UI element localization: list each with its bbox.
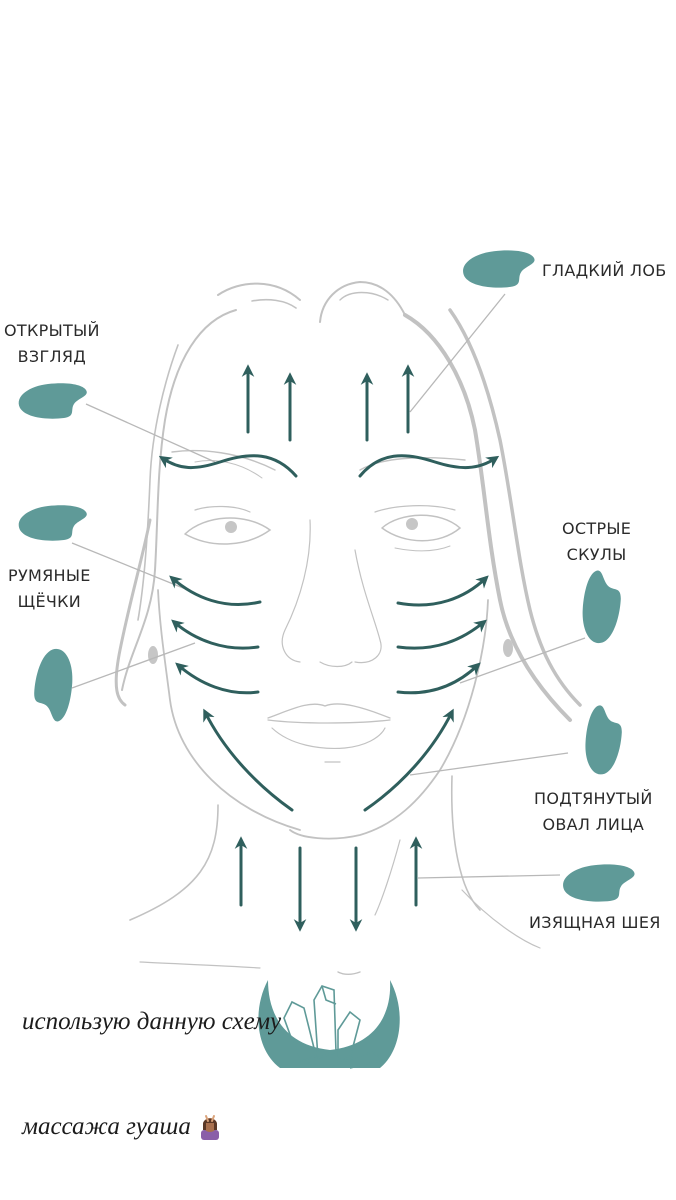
caption-line-2: массажа гуаша	[22, 1109, 281, 1144]
gua-sha-stone-icon	[563, 864, 635, 902]
pointer-lines	[71, 293, 586, 879]
pointer-line-forehead	[409, 293, 506, 413]
gua-sha-stone-icon	[576, 568, 626, 646]
story-caption: использую данную схему массажа гуаша	[22, 934, 281, 1179]
arrow-curve-left-icon	[169, 575, 262, 606]
label-eyes: ОТКРЫТЫЙ ВЗГЛЯД	[4, 321, 100, 366]
label-cheekbones: ОСТРЫЕ СКУЛЫ	[562, 519, 632, 564]
massage-arrows	[158, 364, 500, 932]
label-forehead: ГЛАДКИЙ ЛОБ	[542, 261, 667, 280]
arrow-curve-right-icon	[396, 662, 481, 695]
pointer-line-cheeks	[71, 542, 189, 591]
arrow-jaw-left-icon	[203, 708, 294, 812]
face-sketch	[114, 280, 582, 975]
crystal-moon-logo	[258, 980, 400, 1069]
arrow-jaw-right-icon	[363, 708, 454, 812]
arrow-curve-right-icon	[396, 575, 489, 607]
gua-sha-stone-icon	[18, 505, 87, 541]
arrow-wave-left-icon	[158, 454, 298, 478]
arrow-wave-right-icon	[358, 454, 500, 478]
caption-line-2-text: массажа гуаша	[22, 1113, 191, 1140]
label-jawline: ПОДТЯНУТЫЙ ОВАЛ ЛИЦА	[534, 789, 653, 834]
pointer-line-neck	[417, 874, 561, 879]
label-cheeks: РУМЯНЫЕ ЩЁЧКИ	[8, 566, 91, 611]
gua-sha-stone-icon	[579, 703, 627, 778]
pointer-line-eyes	[85, 403, 216, 463]
arrow-curve-left-icon	[171, 619, 260, 650]
label-neck: ИЗЯЩНАЯ ШЕЯ	[529, 913, 661, 932]
arrow-curve-left-icon	[175, 662, 260, 695]
gua-sha-stone-icon	[29, 646, 79, 724]
pointer-line-jawline	[409, 752, 569, 776]
caption-line-1: использую данную схему	[22, 1008, 282, 1035]
gua-sha-stone-icon	[18, 383, 87, 419]
pointer-line-cheeks-lower	[71, 642, 196, 689]
gua-sha-stone-icon	[463, 250, 535, 288]
pointer-line-cheekbones	[459, 637, 586, 684]
person-getting-massage-emoji	[200, 1114, 219, 1140]
arrow-curve-right-icon	[396, 619, 487, 650]
